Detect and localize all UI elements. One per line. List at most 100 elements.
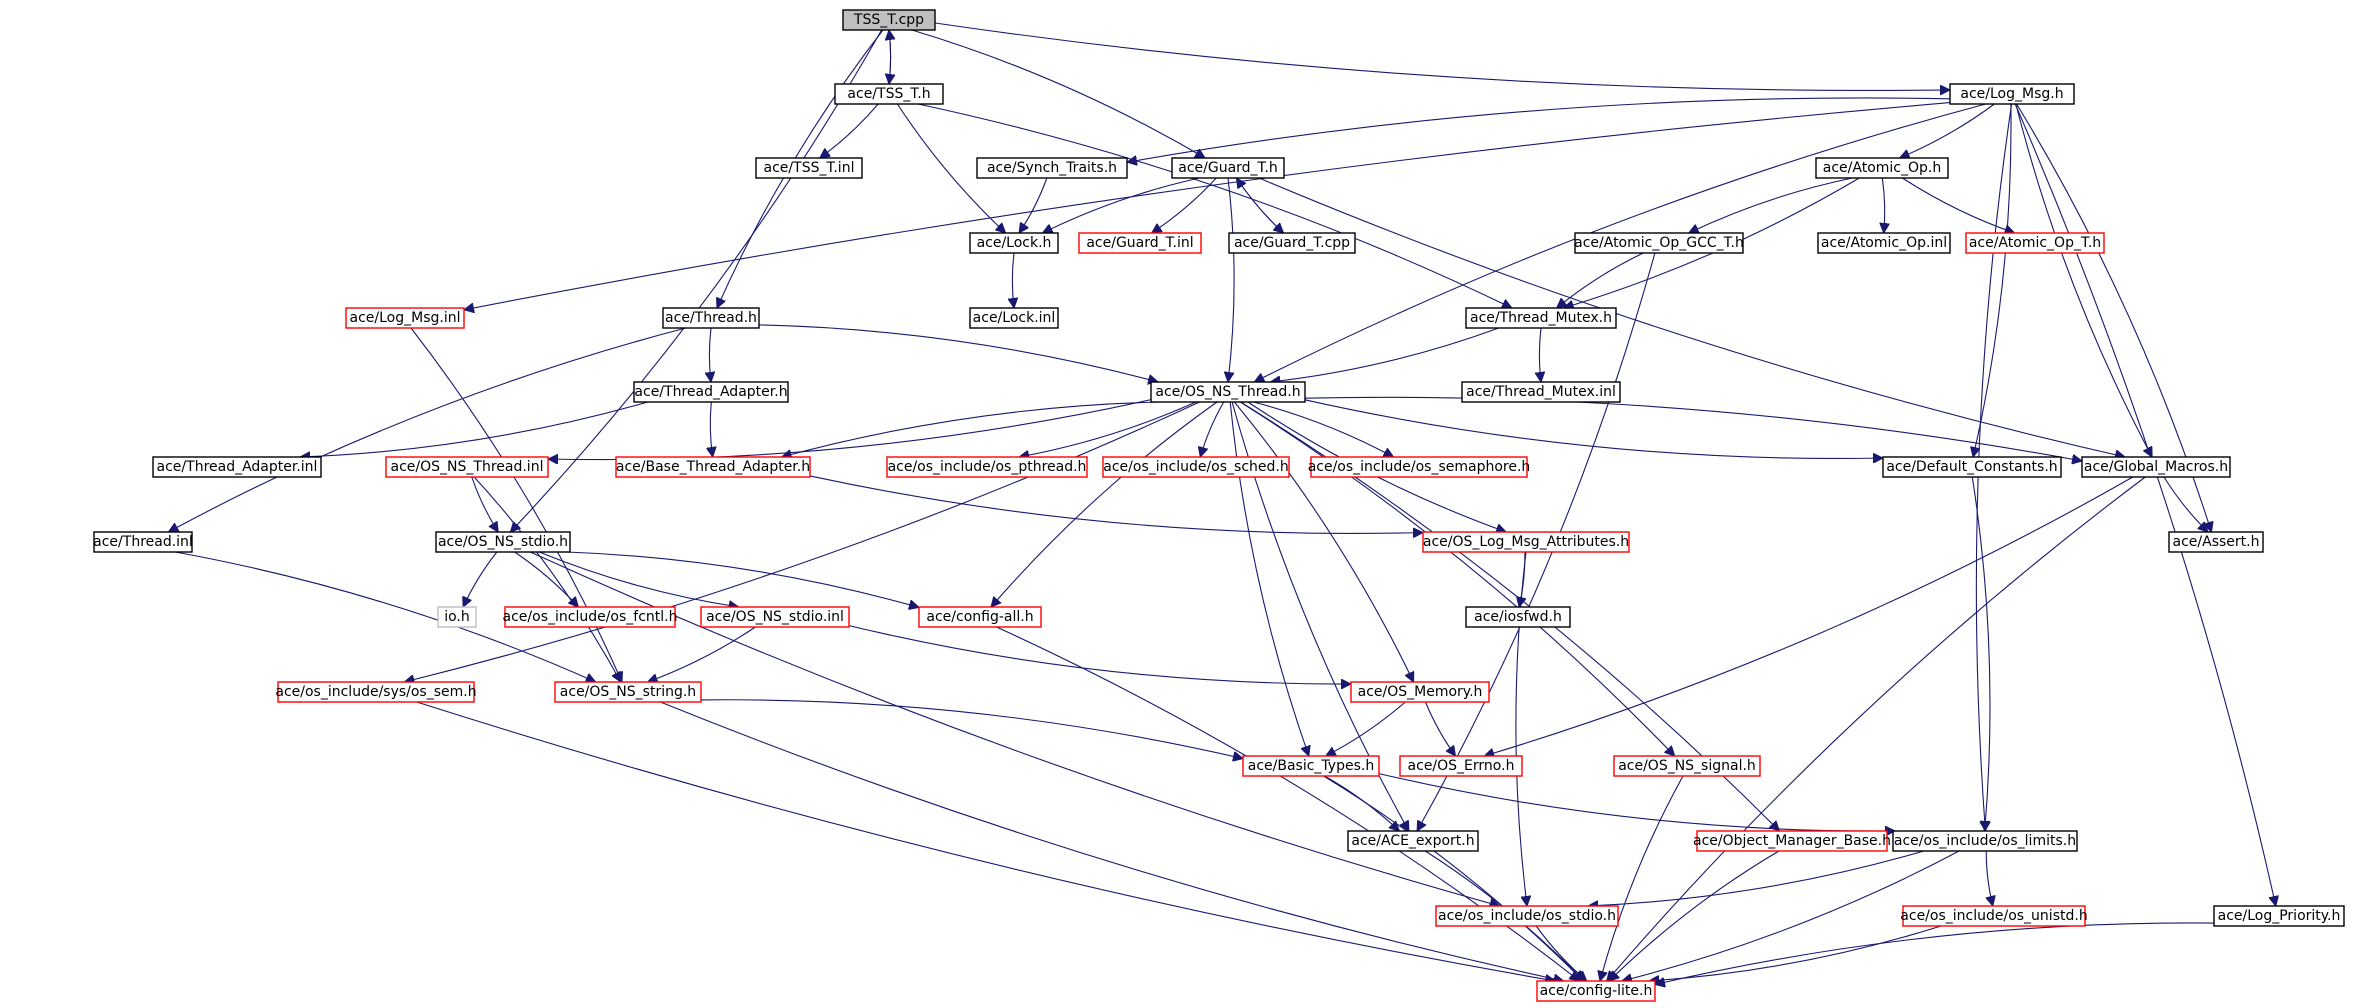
node-tss-t-h[interactable]: ace/TSS_T.h: [834, 83, 944, 105]
node-box[interactable]: [1574, 232, 1744, 254]
node-log-msg-inl[interactable]: ace/Log_Msg.inl: [345, 307, 465, 329]
node-box[interactable]: [1882, 456, 2062, 478]
node-os-unistd-h[interactable]: ace/os_include/os_unistd.h: [1900, 905, 2088, 927]
node-os-log-msg-attributes-h[interactable]: ace/OS_Log_Msg_Attributes.h: [1422, 531, 1630, 553]
node-thread-h[interactable]: ace/Thread.h: [662, 307, 760, 329]
node-box[interactable]: [1078, 232, 1202, 254]
node-basic-types-h[interactable]: ace/Basic_Types.h: [1242, 755, 1380, 777]
node-box[interactable]: [435, 531, 571, 553]
node-thread-adapter-inl[interactable]: ace/Thread_Adapter.inl: [152, 456, 322, 478]
node-box[interactable]: [2213, 905, 2345, 927]
node-log-msg-h[interactable]: ace/Log_Msg.h: [1949, 83, 2075, 105]
node-os-ns-stdio-h[interactable]: ace/OS_NS_stdio.h: [435, 531, 571, 553]
node-os-fcntl-h[interactable]: ace/os_include/os_fcntl.h: [503, 606, 678, 628]
node-os-memory-h[interactable]: ace/OS_Memory.h: [1350, 681, 1490, 703]
node-box[interactable]: [976, 157, 1128, 179]
node-box[interactable]: [969, 307, 1059, 329]
node-box[interactable]: [842, 9, 936, 31]
node-config-all-h[interactable]: ace/config-all.h: [918, 606, 1042, 628]
node-box[interactable]: [1465, 307, 1617, 329]
node-guard-t-inl[interactable]: ace/Guard_T.inl: [1078, 232, 1202, 254]
node-box[interactable]: [969, 232, 1059, 254]
node-box[interactable]: [918, 606, 1042, 628]
node-box[interactable]: [886, 456, 1088, 478]
node-base-thread-adapter-h[interactable]: ace/Base_Thread_Adapter.h: [615, 456, 811, 478]
node-box[interactable]: [1461, 381, 1621, 403]
node-guard-t-h[interactable]: ace/Guard_T.h: [1171, 157, 1285, 179]
node-box[interactable]: [1102, 456, 1290, 478]
node-guard-t-cpp[interactable]: ace/Guard_T.cpp: [1228, 232, 1356, 254]
node-box[interactable]: [277, 681, 475, 703]
node-os-ns-signal-h[interactable]: ace/OS_NS_signal.h: [1613, 755, 1761, 777]
node-box[interactable]: [1465, 606, 1571, 628]
node-tss-t-inl[interactable]: ace/TSS_T.inl: [755, 157, 863, 179]
node-box[interactable]: [1347, 830, 1479, 852]
node-box[interactable]: [152, 456, 322, 478]
node-box[interactable]: [755, 157, 863, 179]
node-thread-adapter-h[interactable]: ace/Thread_Adapter.h: [633, 381, 789, 403]
node-box[interactable]: [437, 606, 477, 628]
node-tss-t-cpp[interactable]: TSS_T.cpp: [842, 9, 936, 31]
node-box[interactable]: [615, 456, 811, 478]
node-box[interactable]: [93, 531, 193, 553]
node-os-sem-h[interactable]: ace/os_include/sys/os_sem.h: [275, 681, 477, 703]
node-atomic-op-h[interactable]: ace/Atomic_Op.h: [1815, 157, 1949, 179]
node-box[interactable]: [1242, 755, 1380, 777]
node-os-limits-h[interactable]: ace/os_include/os_limits.h: [1892, 830, 2078, 852]
node-os-stdio-h[interactable]: ace/os_include/os_stdio.h: [1435, 905, 1619, 927]
node-atomic-op-gcc-t-h[interactable]: ace/Atomic_Op_GCC_T.h: [1574, 232, 1744, 254]
node-box[interactable]: [1892, 830, 2078, 852]
node-lock-inl[interactable]: ace/Lock.inl: [969, 307, 1059, 329]
node-config-lite-h[interactable]: ace/config-lite.h: [1536, 980, 1656, 1002]
node-os-ns-string-h[interactable]: ace/OS_NS_string.h: [554, 681, 702, 703]
node-box[interactable]: [1817, 232, 1951, 254]
node-box[interactable]: [1949, 83, 2075, 105]
node-os-ns-thread-h[interactable]: ace/OS_NS_Thread.h: [1150, 381, 1306, 403]
node-box[interactable]: [1171, 157, 1285, 179]
node-box[interactable]: [1422, 531, 1630, 553]
node-os-pthread-h[interactable]: ace/os_include/os_pthread.h: [886, 456, 1088, 478]
node-box[interactable]: [662, 307, 760, 329]
node-os-ns-thread-inl[interactable]: ace/OS_NS_Thread.inl: [385, 456, 549, 478]
node-atomic-op-inl[interactable]: ace/Atomic_Op.inl: [1817, 232, 1951, 254]
node-box[interactable]: [1902, 905, 2086, 927]
node-synch-traits-h[interactable]: ace/Synch_Traits.h: [976, 157, 1128, 179]
node-io-h[interactable]: io.h: [437, 606, 477, 628]
node-iosfwd-h[interactable]: ace/iosfwd.h: [1465, 606, 1571, 628]
node-os-ns-stdio-inl[interactable]: ace/OS_NS_stdio.inl: [700, 606, 850, 628]
node-box[interactable]: [1696, 830, 1888, 852]
node-box[interactable]: [834, 83, 944, 105]
node-box[interactable]: [1310, 456, 1528, 478]
node-os-semaphore-h[interactable]: ace/os_include/os_semaphore.h: [1308, 456, 1531, 478]
node-box[interactable]: [1536, 980, 1656, 1002]
node-thread-mutex-inl[interactable]: ace/Thread_Mutex.inl: [1461, 381, 1621, 403]
node-box[interactable]: [700, 606, 850, 628]
node-box[interactable]: [1150, 381, 1306, 403]
node-lock-h[interactable]: ace/Lock.h: [969, 232, 1059, 254]
node-log-priority-h[interactable]: ace/Log_Priority.h: [2213, 905, 2345, 927]
node-box[interactable]: [2168, 531, 2264, 553]
node-object-manager-base-h[interactable]: ace/Object_Manager_Base.h: [1693, 830, 1891, 852]
node-box[interactable]: [1613, 755, 1761, 777]
node-box[interactable]: [633, 381, 789, 403]
node-box[interactable]: [1815, 157, 1949, 179]
node-box[interactable]: [385, 456, 549, 478]
node-box[interactable]: [1350, 681, 1490, 703]
node-box[interactable]: [2081, 456, 2231, 478]
node-os-sched-h[interactable]: ace/os_include/os_sched.h: [1102, 456, 1290, 478]
node-assert-h[interactable]: ace/Assert.h: [2168, 531, 2264, 553]
node-os-errno-h[interactable]: ace/OS_Errno.h: [1399, 755, 1523, 777]
node-box[interactable]: [504, 606, 676, 628]
node-box[interactable]: [554, 681, 702, 703]
node-box[interactable]: [1435, 905, 1619, 927]
node-box[interactable]: [1965, 232, 2105, 254]
node-atomic-op-t-h[interactable]: ace/Atomic_Op_T.h: [1965, 232, 2105, 254]
node-ace-export-h[interactable]: ace/ACE_export.h: [1347, 830, 1479, 852]
node-box[interactable]: [1228, 232, 1356, 254]
node-box[interactable]: [1399, 755, 1523, 777]
node-box[interactable]: [345, 307, 465, 329]
node-default-constants-h[interactable]: ace/Default_Constants.h: [1882, 456, 2062, 478]
node-thread-inl[interactable]: ace/Thread.inl: [93, 531, 193, 553]
node-thread-mutex-h[interactable]: ace/Thread_Mutex.h: [1465, 307, 1617, 329]
node-global-macros-h[interactable]: ace/Global_Macros.h: [2081, 456, 2231, 478]
